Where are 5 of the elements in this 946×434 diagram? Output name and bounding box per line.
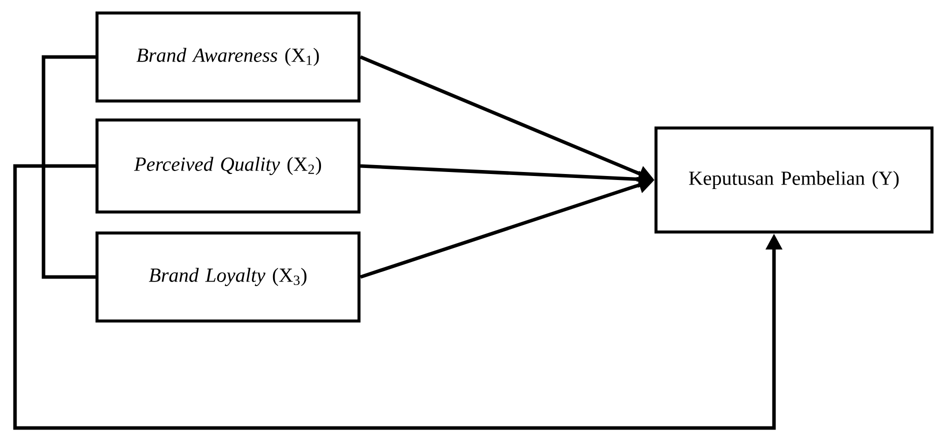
- text-box: Brand Awareness (X$_{1}$): [96, 12, 360, 102]
- text-box: Keputusan Pembelian (Y): [654, 126, 934, 234]
- text-box: Perceived Quality (X$_{2}$): [96, 118, 360, 214]
- connector-line: [42, 55, 96, 279]
- text-box: Brand Loyalty (X$_{3}$): [96, 232, 360, 322]
